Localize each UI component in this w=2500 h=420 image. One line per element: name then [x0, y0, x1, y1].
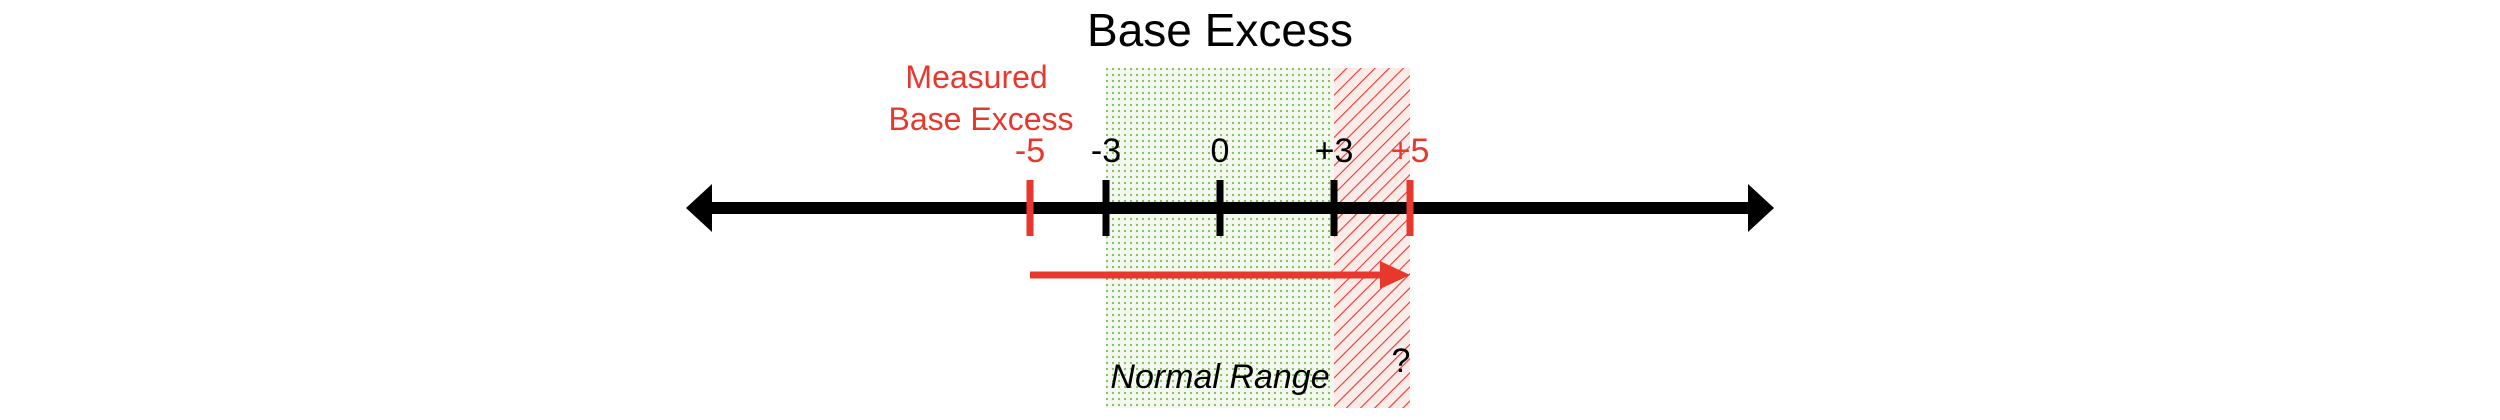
tick-label: +5	[1391, 132, 1430, 170]
number-line	[686, 184, 1774, 232]
shift-arrow	[1030, 261, 1410, 289]
shift-arrow-head	[1380, 261, 1410, 289]
tick-label: +3	[1315, 132, 1354, 170]
normal-range-band	[1106, 68, 1334, 408]
measured-label-line-1: Measured	[905, 59, 1047, 95]
tick-label: -3	[1091, 132, 1121, 170]
tick-marks: -5 -3 0 +3 +5	[1015, 132, 1430, 236]
tick-label: 0	[1211, 132, 1230, 170]
measured-label-line-2: Base Excess	[889, 101, 1074, 137]
unknown-range-band	[1334, 68, 1410, 408]
normal-range-label: Normal Range	[1110, 358, 1329, 396]
unknown-range-label: ?	[1392, 342, 1411, 380]
number-line-right-arrowhead	[1748, 184, 1774, 232]
number-line-left-arrowhead	[686, 184, 712, 232]
tick-label: -5	[1015, 132, 1045, 170]
diagram-title: Base Excess	[1087, 4, 1353, 56]
measured-base-excess-label: Measured Base Excess	[889, 59, 1074, 137]
